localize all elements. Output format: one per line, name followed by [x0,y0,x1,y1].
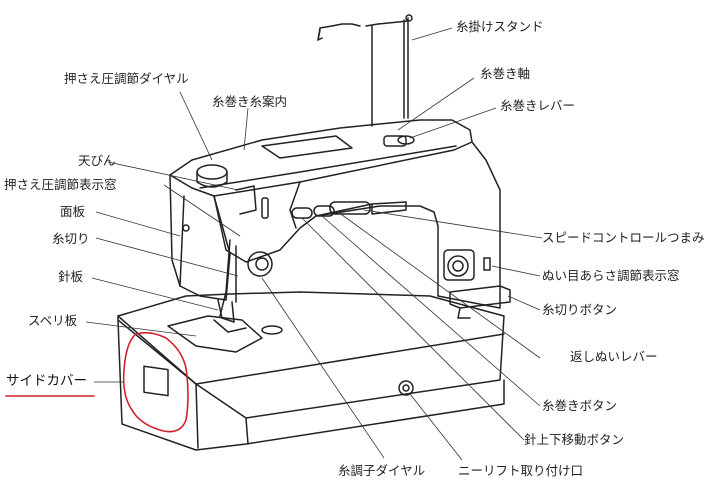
base-top [117,291,505,419]
label-needle-button: 針上下移動ボタン [524,432,625,447]
label-side-cover: サイドカバー [6,373,87,389]
label-reverse-lever: 返しぬいレバー [570,349,658,364]
label-presser-window: 押さえ圧調節表示窓 [4,177,117,192]
side-cover-highlight [5,331,189,433]
label-thread-stand: 糸掛けスタンド [456,19,544,34]
label-bobbin-shaft: 糸巻き軸 [480,66,531,81]
label-cutter-button: 糸切りボタン [542,302,618,317]
label-presser-dial: 押さえ圧調節ダイヤル [64,71,189,86]
label-thread-cutter: 糸切り [52,231,90,246]
arm-front [213,141,501,309]
label-bobbin-lever: 糸巻きレバー [500,98,576,113]
label-knee-lift: ニーリフト取り付け口 [458,463,584,478]
label-speed-knob: スピードコントロールつまみ [542,230,705,245]
label-take-up: 天びん [78,153,116,168]
thread-stand-drawing [317,14,413,127]
label-needle-plate: 針板 [58,269,84,284]
label-winding-button: 糸巻きボタン [542,398,618,413]
arm-top [169,119,473,197]
label-face-plate: 面板 [60,204,86,219]
label-slide-plate: スベリ板 [28,313,78,328]
leader-lines [85,27,543,461]
label-tension-dial: 糸調子ダイヤル [338,463,426,478]
label-bobbin-guide: 糸巻き糸案内 [212,94,288,109]
head [169,174,231,301]
label-stitch-window: ぬい目あらさ調節表示窓 [542,268,680,283]
